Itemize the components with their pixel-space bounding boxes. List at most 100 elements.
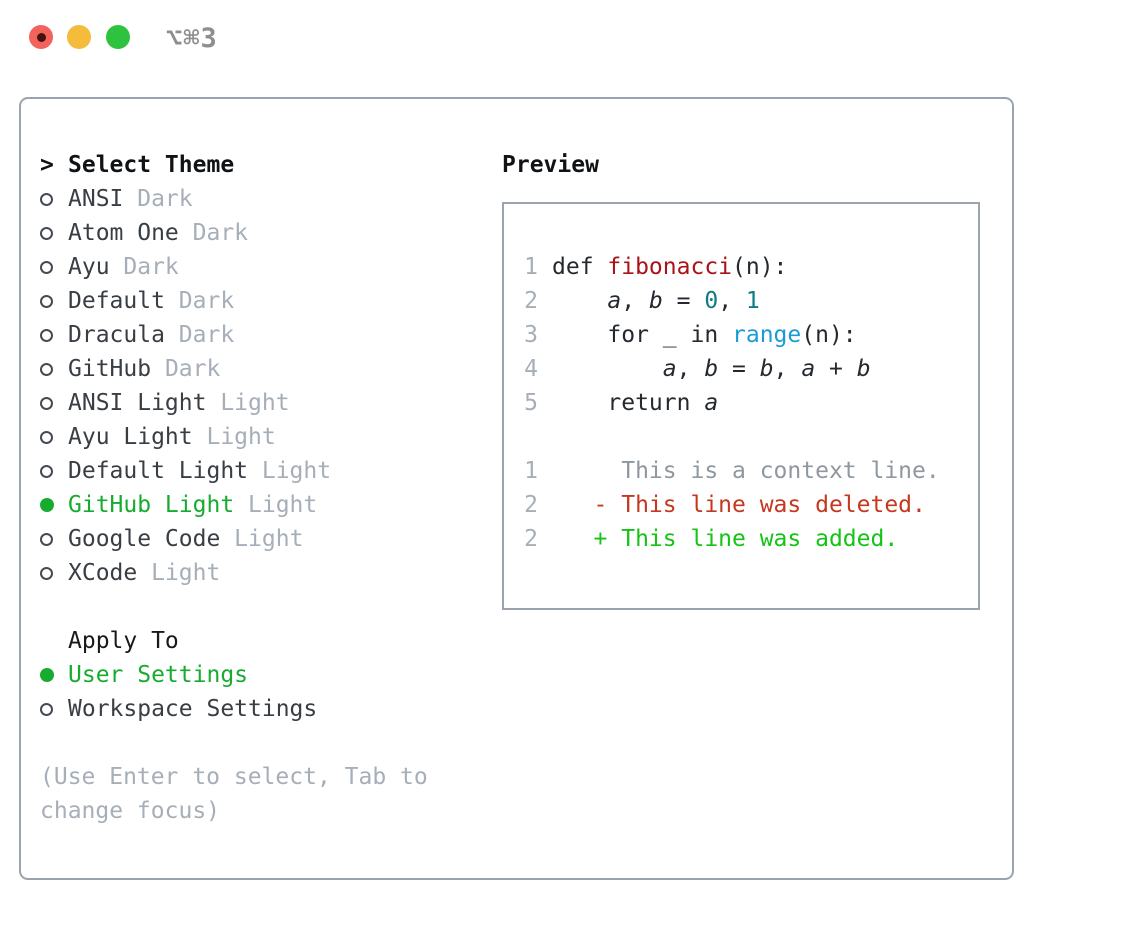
theme-name: XCode xyxy=(68,560,138,586)
code-line: 2 a, b = 0, 1 xyxy=(524,284,978,318)
radio-icon xyxy=(40,192,68,206)
line-content: return a xyxy=(552,390,719,416)
theme-name: Ayu xyxy=(68,254,110,280)
theme-name: ANSI Light xyxy=(68,390,207,416)
theme-option[interactable]: Google Code Light xyxy=(40,522,472,556)
radio-icon xyxy=(40,464,68,478)
theme-option[interactable]: Ayu Light Light xyxy=(40,420,472,454)
code-line: 3 for _ in range(n): xyxy=(524,318,978,352)
theme-option[interactable]: GitHub Dark xyxy=(40,352,472,386)
theme-name: Ayu Light xyxy=(68,424,193,450)
spacer xyxy=(40,590,472,624)
line-number: 4 xyxy=(524,356,538,382)
theme-option[interactable]: XCode Light xyxy=(40,556,472,590)
apply-to-label: Workspace Settings xyxy=(68,696,318,722)
code-line: 5 return a xyxy=(524,386,978,420)
theme-variant: Dark xyxy=(178,220,249,246)
theme-option[interactable]: ANSI Light Light xyxy=(40,386,472,420)
line-content: This is a context line. xyxy=(552,458,940,484)
unsaved-changes-dot-icon xyxy=(36,32,46,42)
theme-variant: Dark xyxy=(164,288,235,314)
line-content: a, b = b, a + b xyxy=(662,356,871,382)
titlebar: ⌥⌘3 xyxy=(0,0,1140,80)
radio-icon xyxy=(40,328,68,342)
diff-line: 2 - This line was deleted. xyxy=(524,488,978,522)
theme-variant: Light xyxy=(206,390,290,416)
hint-text: (Use Enter to select, Tab to change focu… xyxy=(40,764,428,824)
line-number: 1 xyxy=(524,458,538,484)
line-content: - This line was deleted. xyxy=(552,492,926,518)
preview-header: Preview xyxy=(502,148,980,182)
line-number: 5 xyxy=(524,390,538,416)
theme-variant: Light xyxy=(137,560,221,586)
apply-to-title: Apply To xyxy=(68,628,179,654)
theme-option[interactable]: GitHub Light Light xyxy=(40,488,472,522)
theme-name: Default Light xyxy=(68,458,249,484)
radio-icon xyxy=(40,532,68,546)
theme-name: GitHub xyxy=(68,356,152,382)
spacer xyxy=(40,726,472,760)
theme-variant: Light xyxy=(248,458,332,484)
line-content: + This line was added. xyxy=(552,526,899,552)
radio-icon xyxy=(40,260,68,274)
theme-name: Google Code xyxy=(68,526,221,552)
code-line: 4 a, b = b, a + b xyxy=(524,352,978,386)
radio-icon xyxy=(40,226,68,240)
theme-variant: Light xyxy=(192,424,276,450)
theme-option[interactable]: ANSI Dark xyxy=(40,182,472,216)
line-content: def fibonacci(n): xyxy=(552,254,788,280)
theme-name: ANSI xyxy=(68,186,124,212)
radio-icon xyxy=(40,702,68,716)
line-content: a, b = 0, 1 xyxy=(607,288,760,314)
diff-line: 2 + This line was added. xyxy=(524,522,978,556)
apply-to-option[interactable]: User Settings xyxy=(40,658,472,692)
apply-to-header: Apply To xyxy=(40,624,472,658)
line-number: 2 xyxy=(524,288,538,314)
radio-icon xyxy=(40,362,68,376)
line-number: 3 xyxy=(524,322,538,348)
select-theme-header: > Select Theme xyxy=(40,148,472,182)
theme-variant: Dark xyxy=(123,186,193,212)
line-number: 1 xyxy=(524,254,538,280)
radio-icon xyxy=(40,430,68,444)
preview-title: Preview xyxy=(502,152,599,178)
apply-to-option[interactable]: Workspace Settings xyxy=(40,692,472,726)
theme-option[interactable]: Atom One Dark xyxy=(40,216,472,250)
line-number: 2 xyxy=(524,526,538,552)
diff-line: 1 This is a context line. xyxy=(524,454,978,488)
theme-variant: Dark xyxy=(164,322,235,348)
zoom-button[interactable] xyxy=(106,25,130,49)
theme-name: GitHub Light xyxy=(68,492,235,518)
theme-variant: Dark xyxy=(109,254,179,280)
theme-variant: Dark xyxy=(151,356,221,382)
theme-name: Atom One xyxy=(68,220,179,246)
theme-name: Dracula xyxy=(68,322,165,348)
theme-variant: Light xyxy=(234,492,318,518)
line-content: for _ in range(n): xyxy=(552,322,857,348)
theme-variant: Light xyxy=(220,526,304,552)
minimize-button[interactable] xyxy=(67,25,91,49)
theme-option[interactable]: Dracula Dark xyxy=(40,318,472,352)
close-button[interactable] xyxy=(29,25,53,49)
theme-name: Default xyxy=(68,288,165,314)
code-line: 1 def fibonacci(n): xyxy=(524,250,978,284)
radio-icon xyxy=(40,566,68,580)
radio-icon xyxy=(40,294,68,308)
theme-option[interactable]: Ayu Dark xyxy=(40,250,472,284)
radio-icon xyxy=(40,396,68,410)
blank-line xyxy=(524,420,978,454)
radio-selected-icon xyxy=(40,668,68,682)
apply-to-label: User Settings xyxy=(68,662,249,688)
radio-selected-icon xyxy=(40,498,68,512)
window-title: ⌥⌘3 xyxy=(166,23,218,54)
prompt-caret-icon: > xyxy=(40,152,54,178)
theme-option[interactable]: Default Dark xyxy=(40,284,472,318)
line-number: 2 xyxy=(524,492,538,518)
theme-option[interactable]: Default Light Light xyxy=(40,454,472,488)
